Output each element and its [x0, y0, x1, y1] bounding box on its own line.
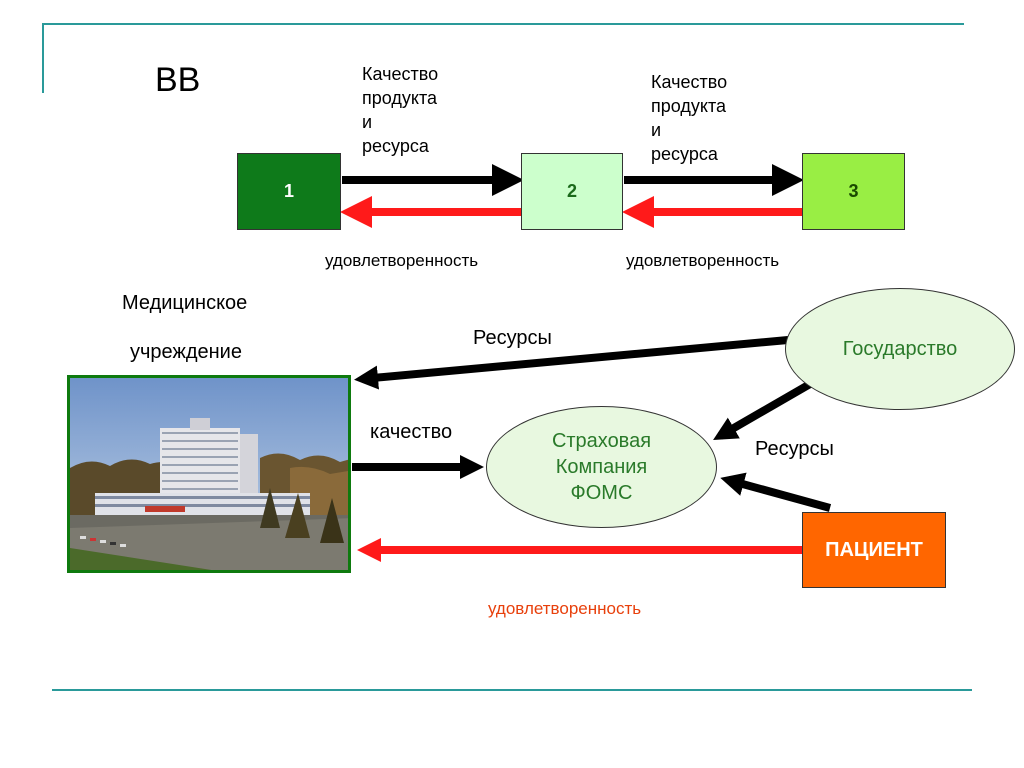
- satisfaction-label-1: удовлетворенность: [325, 251, 479, 270]
- insurer-label: Страховая Компания ФОМС: [552, 428, 651, 506]
- institution-label-line2: учреждение: [130, 341, 242, 363]
- left-rule-line: [42, 23, 44, 93]
- resources-right-label: Ресурсы: [755, 438, 834, 460]
- institution-label-line1: Медицинское: [122, 292, 248, 314]
- quality-label-1-line: продукта: [362, 88, 438, 108]
- top-rule-line: [42, 23, 964, 25]
- hospital-illustration: [70, 378, 348, 570]
- hospital-photo: [67, 375, 351, 573]
- satisfaction-label-2: удовлетворенность: [626, 251, 780, 270]
- quality-label-2-line: и: [651, 120, 662, 140]
- chain-box-2: 2: [521, 153, 623, 230]
- quality-label-2-line: Качество: [651, 72, 728, 92]
- arrow-patient-to-insurer: [720, 472, 832, 512]
- bottom-rule-line: [52, 689, 972, 691]
- quality-label-1-line: Качество: [362, 64, 439, 84]
- state-ellipse: Государство: [785, 288, 1015, 410]
- arrow-state-to-insurer: [713, 380, 813, 441]
- quality-label-2: Качество продукта и ресурса: [651, 70, 727, 166]
- quality-label-2-line: ресурса: [651, 144, 718, 164]
- quality-label-2-line: продукта: [651, 96, 727, 116]
- insurer-label-line: Страховая: [551, 430, 652, 452]
- patient-box: ПАЦИЕНТ: [802, 512, 946, 588]
- satisfaction-bottom-label: удовлетворенность: [488, 599, 642, 618]
- insurer-ellipse: Страховая Компания ФОМС: [486, 406, 717, 528]
- slide-title: ВВ: [155, 61, 201, 99]
- quality-label-1: Качество продукта и ресурса: [362, 62, 438, 158]
- quality-label: качество: [370, 421, 453, 443]
- chain-box-1: 1: [237, 153, 341, 230]
- quality-label-1-line: и: [362, 112, 373, 132]
- insurer-label-line: ФОМС: [570, 482, 633, 504]
- quality-label-1-line: ресурса: [362, 136, 429, 156]
- chain-box-3: 3: [802, 153, 905, 230]
- arrow-state-to-institution: [354, 336, 789, 390]
- state-label: Государство: [842, 338, 958, 360]
- resources-top-label: Ресурсы: [473, 327, 552, 349]
- insurer-label-line: Компания: [555, 456, 648, 478]
